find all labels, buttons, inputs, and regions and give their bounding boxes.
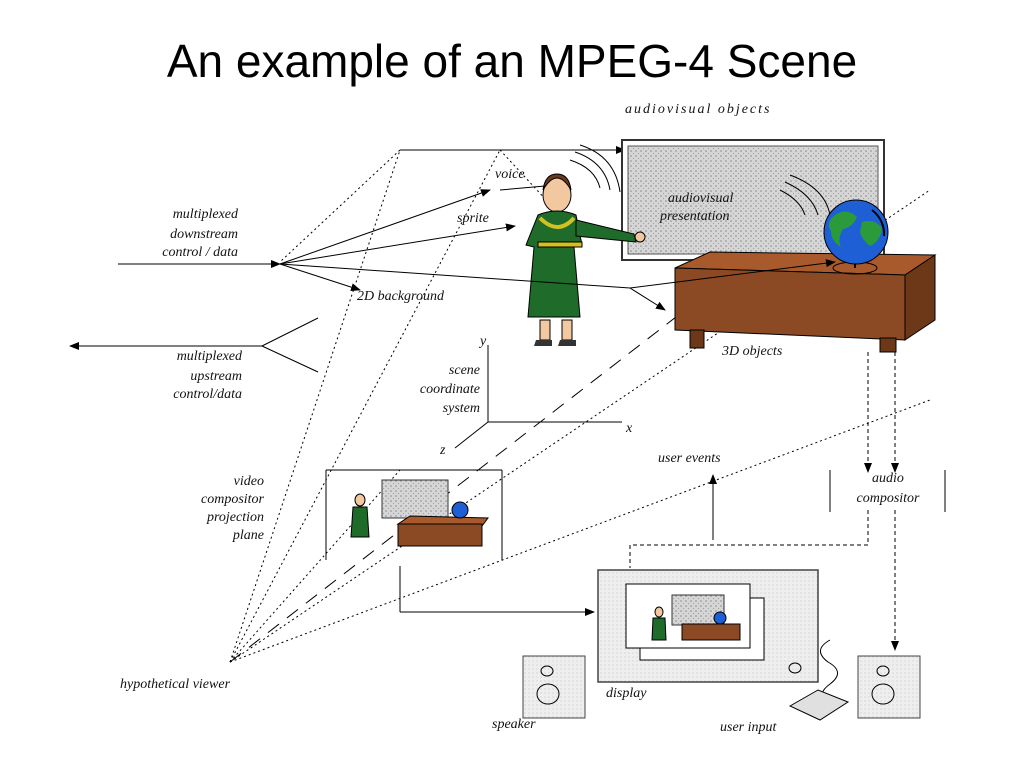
label-scene-coord-3: system — [443, 401, 480, 416]
label-display: display — [606, 686, 647, 701]
label-upstream-3: control/data — [173, 387, 242, 402]
label-hypothetical-viewer: hypothetical viewer — [120, 677, 231, 692]
desk-3d-object — [674, 251, 937, 353]
label-axis-y: y — [478, 334, 487, 349]
audio-dashed-lines — [629, 352, 899, 651]
teacher-sprite — [525, 173, 646, 346]
projection-lines — [229, 149, 931, 663]
upstream-arrows — [69, 317, 319, 373]
label-audio-compositor-2: compositor — [857, 491, 921, 506]
sound-waves — [569, 144, 831, 216]
label-downstream-2: downstream — [170, 227, 238, 242]
label-speaker: speaker — [492, 717, 536, 732]
label-audio-compositor-1: audio — [872, 471, 904, 486]
label-3d-objects: 3D objects — [721, 344, 783, 359]
label-user-input: user input — [720, 720, 778, 735]
speaker-left — [522, 655, 586, 719]
label-voice: voice — [495, 167, 525, 182]
label-video-compositor-4: plane — [232, 528, 264, 543]
mouse-user-input — [788, 639, 850, 721]
compositor-to-display-arrow — [399, 566, 595, 616]
label-av-presentation-1: audiovisual — [668, 191, 733, 206]
label-user-events: user events — [658, 451, 721, 466]
label-sprite: sprite — [457, 211, 489, 226]
scene-coordinate-axes — [454, 345, 622, 449]
slide-title: An example of an MPEG-4 Scene — [166, 35, 858, 87]
label-scene-coord-1: scene — [449, 363, 480, 378]
label-audiovisual-objects: audiovisual objects — [625, 102, 772, 117]
video-compositor-plane — [325, 469, 503, 560]
label-upstream-2: upstream — [190, 369, 242, 384]
label-video-compositor-1: video — [234, 474, 264, 489]
viewer-dash-lines — [229, 251, 761, 663]
label-downstream-1: multiplexed — [173, 207, 239, 222]
label-upstream-1: multiplexed — [177, 349, 243, 364]
label-axis-z: z — [439, 443, 446, 458]
label-axis-x: x — [625, 421, 633, 436]
globe-3d-object — [823, 199, 889, 275]
label-video-compositor-3: projection — [206, 510, 264, 525]
label-video-compositor-2: compositor — [201, 492, 265, 507]
label-downstream-3: control / data — [162, 245, 238, 260]
display-monitor — [597, 569, 819, 683]
speaker-right — [857, 655, 921, 719]
audio-compositor-box — [829, 470, 946, 512]
label-scene-coord-2: coordinate — [420, 382, 480, 397]
label-2d-background: 2D background — [357, 289, 445, 304]
label-av-presentation-2: presentation — [659, 209, 729, 224]
diagram-labels: audiovisual objects voice sprite audiovi… — [120, 102, 920, 735]
downstream-arrows — [118, 185, 836, 311]
